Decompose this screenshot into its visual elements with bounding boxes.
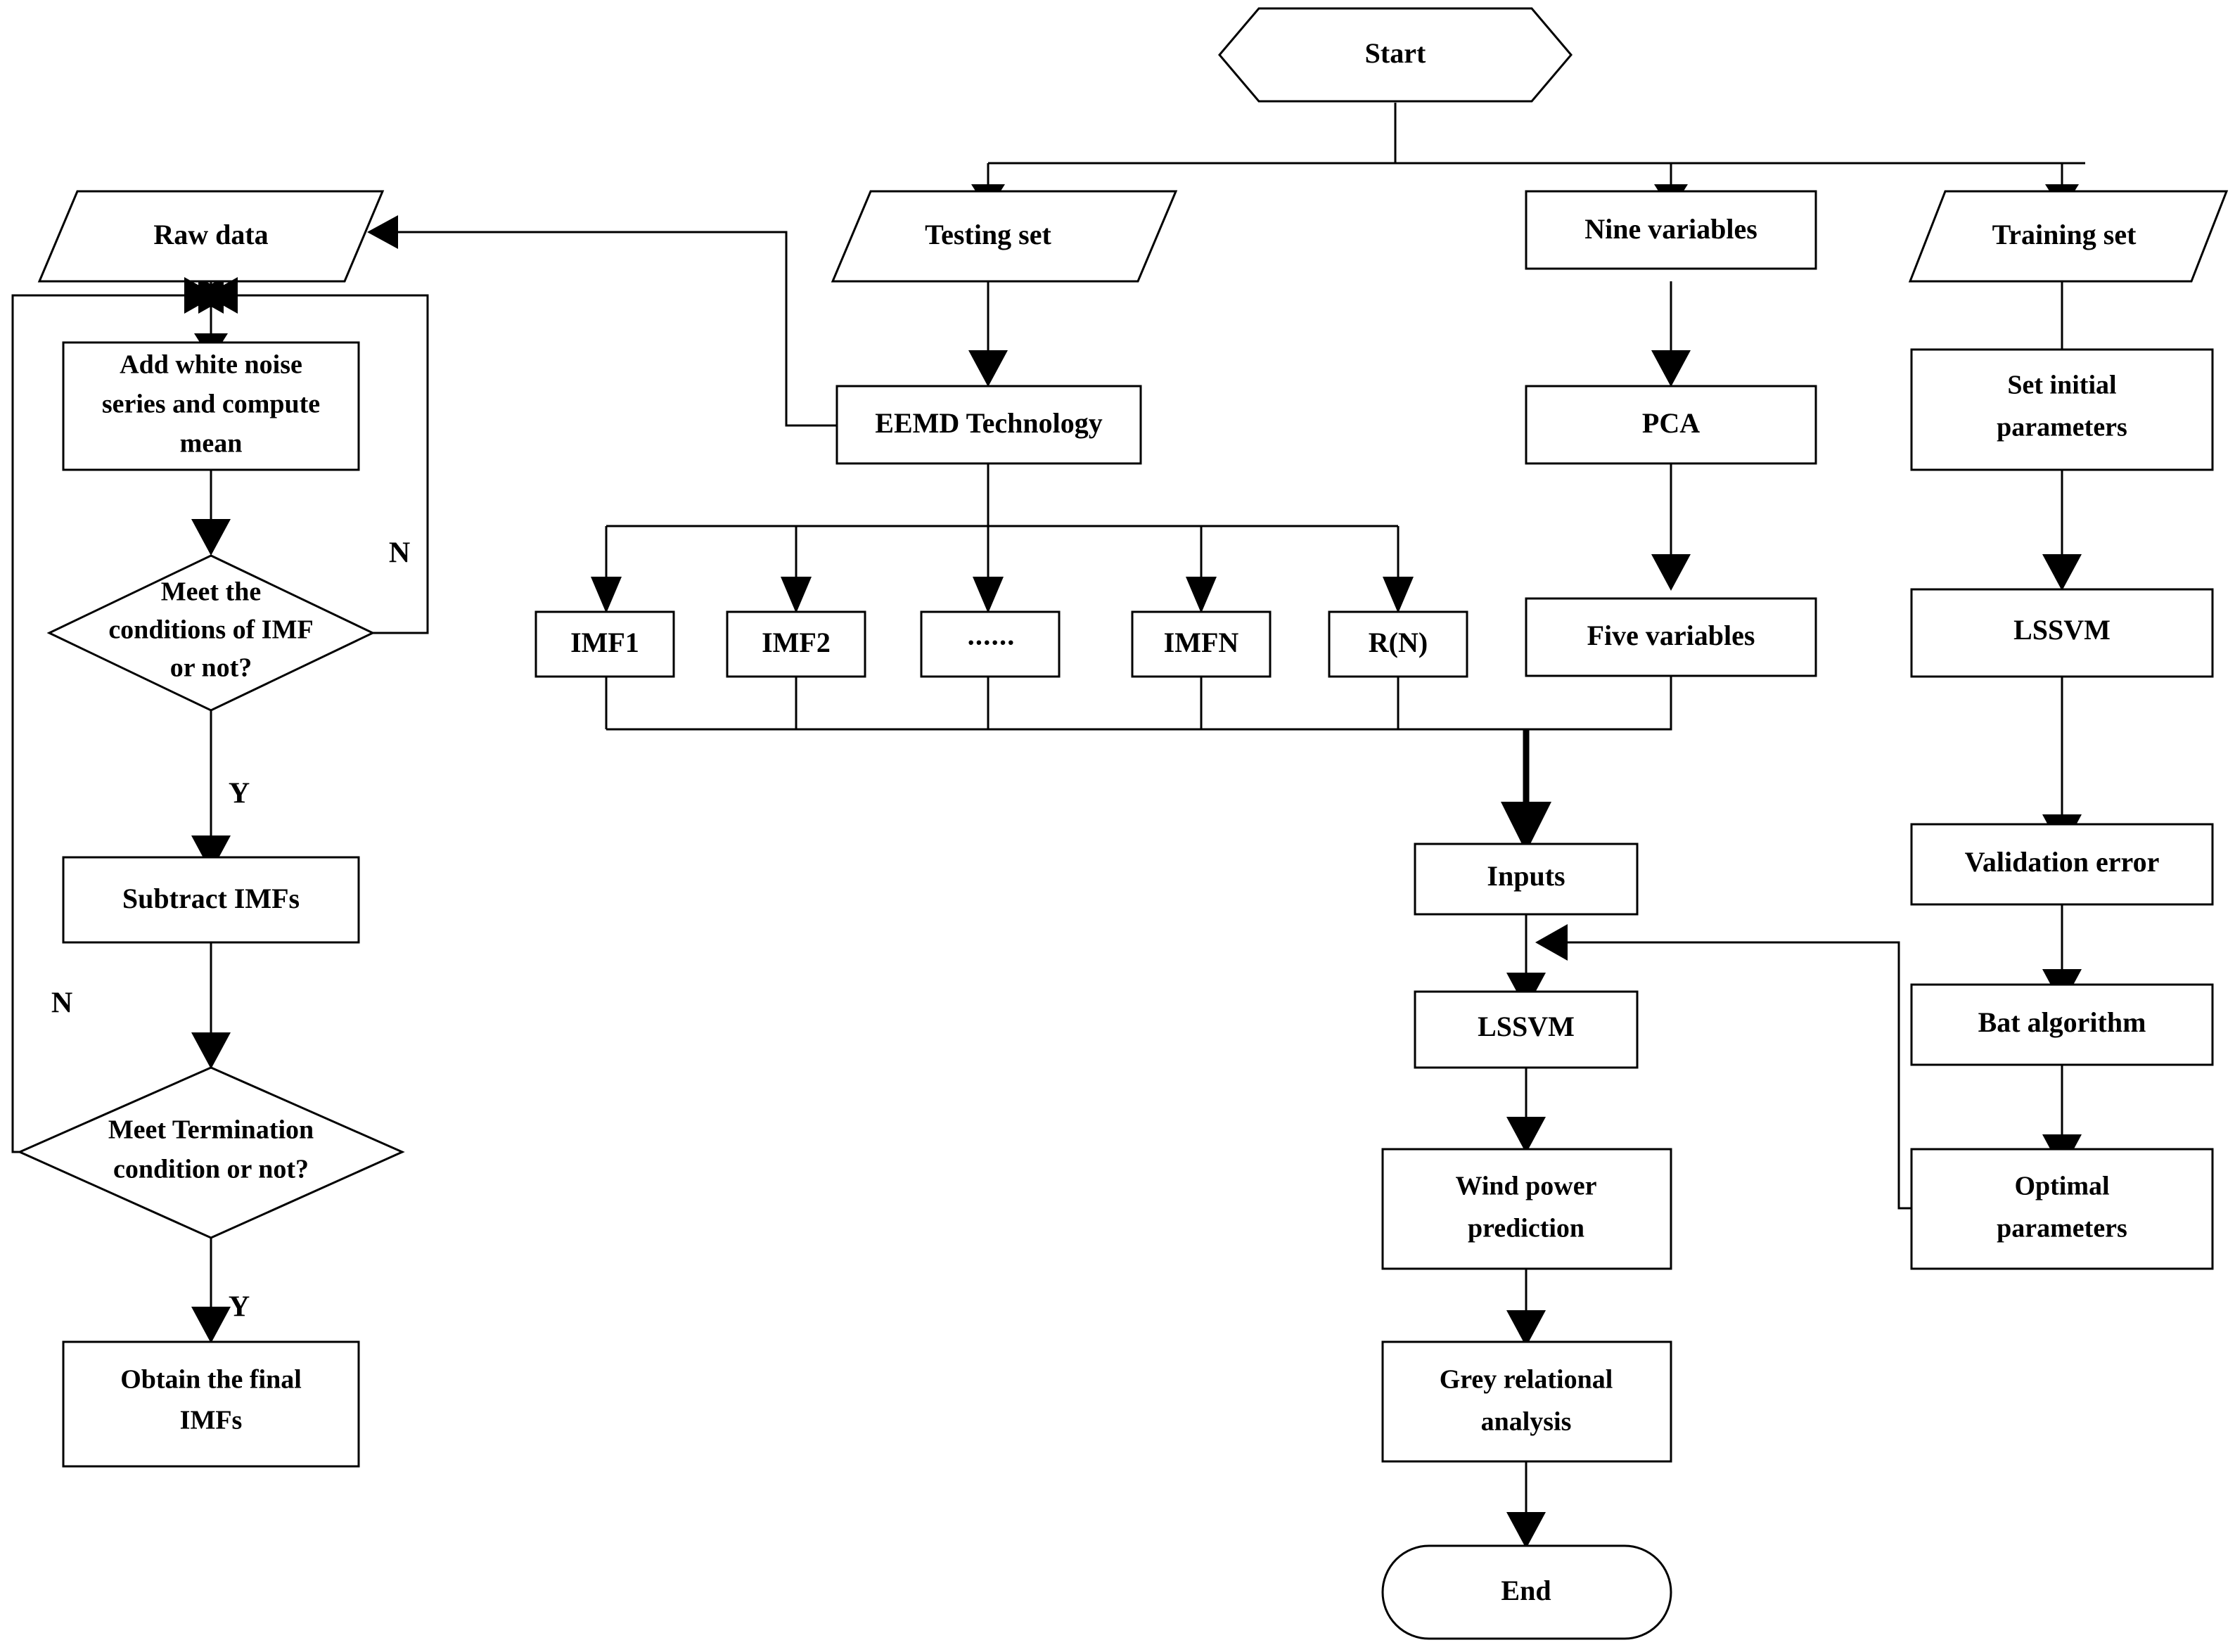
arrowhead-pca-to-five-variables: [1651, 554, 1691, 591]
bowtie-right-marker-icon: [205, 277, 238, 314]
node-testing-set-label: Testing set: [925, 219, 1051, 250]
arrowhead-merge-to-inputs: [1501, 802, 1551, 852]
node-add-white-noise-label-2: series and compute: [102, 390, 320, 419]
arrowhead-fanout-to-imf2: [781, 577, 812, 613]
node-meet-imf-conditions-label-2: conditions of IMF: [108, 615, 313, 645]
node-grey-relational-analysis-label-1: Grey relational: [1440, 1365, 1613, 1395]
node-subtract-imfs-label: Subtract IMFs: [122, 883, 300, 914]
arrowhead-subtract-to-termination: [191, 1032, 231, 1069]
arrowhead-fanout-to-imf1: [591, 577, 622, 613]
connector-five-variables-to-merge: [1526, 675, 1672, 731]
node-meet-termination-label-2: condition or not?: [113, 1155, 309, 1184]
node-wind-power-prediction-label-1: Wind power: [1456, 1172, 1597, 1201]
node-lssvm-right-label: LSSVM: [2013, 614, 2111, 646]
node-obtain-final-imfs-label-2: IMFs: [180, 1406, 243, 1435]
node-meet-imf-conditions-label-3: or not?: [170, 653, 252, 683]
node-eemd-technology-label: EEMD Technology: [875, 407, 1102, 439]
node-validation-error-label: Validation error: [1965, 846, 2160, 878]
node-grey-relational-analysis[interactable]: [1381, 1340, 1672, 1463]
node-imfn-label: IMFN: [1164, 627, 1239, 658]
arrowhead-grey-to-end: [1506, 1512, 1546, 1549]
edge-label-termination-no: N: [51, 987, 72, 1020]
node-add-white-noise[interactable]: [62, 341, 360, 471]
node-raw-data-label: Raw data: [153, 219, 268, 250]
node-set-initial-parameters-label-1: Set initial: [2007, 371, 2116, 400]
arrowhead-wind-power-to-grey: [1506, 1310, 1546, 1347]
node-imf-ellipsis-label: ······: [966, 627, 1014, 658]
node-meet-termination-label-1: Meet Termination: [108, 1115, 314, 1145]
node-testing-set[interactable]: [831, 190, 1178, 283]
node-grey-relational-analysis-label-2: analysis: [1481, 1407, 1572, 1437]
node-inputs-label: Inputs: [1487, 860, 1565, 892]
edge-label-termination-yes: Y: [229, 1291, 250, 1324]
node-five-variables[interactable]: [1525, 597, 1817, 677]
arrowhead-testing-set-to-eemd: [968, 350, 1008, 387]
arrowhead-imf-condition-yes: [191, 835, 231, 872]
node-rn-label: R(N): [1369, 627, 1428, 658]
arrowhead-fanout-to-imfn: [1186, 577, 1217, 613]
node-imf2[interactable]: [726, 610, 866, 678]
node-nine-variables[interactable]: [1525, 190, 1817, 270]
node-imfn[interactable]: [1131, 610, 1272, 678]
arrowhead-termination-yes: [191, 1307, 231, 1343]
node-optimal-parameters-label-2: parameters: [1997, 1214, 2127, 1243]
node-end-label: End: [1501, 1575, 1551, 1606]
node-obtain-final-imfs-label-1: Obtain the final: [120, 1365, 302, 1395]
node-start[interactable]: [1218, 7, 1573, 103]
node-subtract-imfs[interactable]: [62, 856, 360, 944]
arrowhead-fanout-to-rn: [1383, 577, 1414, 613]
node-five-variables-label: Five variables: [1587, 620, 1755, 651]
node-lssvm-center-label: LSSVM: [1478, 1011, 1575, 1042]
node-validation-error[interactable]: [1910, 823, 2214, 906]
node-meet-imf-conditions[interactable]: [46, 554, 376, 712]
node-nine-variables-label: Nine variables: [1584, 213, 1757, 245]
node-end[interactable]: [1381, 1544, 1672, 1640]
arrowhead-lssvm-center-to-wind-power: [1506, 1117, 1546, 1153]
node-meet-imf-conditions-label-1: Meet the: [161, 577, 261, 607]
node-pca-label: PCA: [1642, 407, 1700, 439]
node-optimal-parameters[interactable]: [1910, 1148, 2214, 1270]
node-imf1[interactable]: [534, 610, 675, 678]
node-set-initial-parameters-label-2: parameters: [1997, 413, 2127, 442]
node-bat-algorithm[interactable]: [1910, 983, 2214, 1066]
arrowhead-eemd-to-raw-data: [367, 215, 398, 249]
node-wind-power-prediction-label-2: prediction: [1468, 1214, 1584, 1243]
arrowhead-optimal-parameters-feedback: [1535, 924, 1568, 961]
node-lssvm-center[interactable]: [1414, 990, 1639, 1069]
arrowhead-add-noise-to-imf-condition: [191, 519, 231, 556]
node-meet-termination[interactable]: [17, 1066, 405, 1239]
node-bat-algorithm-label: Bat algorithm: [1978, 1006, 2146, 1038]
arrowhead-set-initial-to-lssvm-right: [2042, 554, 2082, 591]
edge-label-imf-condition-no: N: [389, 537, 410, 570]
node-start-label: Start: [1365, 37, 1426, 69]
arrowhead-fanout-to-ellipsis: [973, 577, 1004, 613]
node-add-white-noise-label-3: mean: [180, 429, 243, 459]
edge-label-imf-condition-yes: Y: [229, 778, 250, 810]
node-lssvm-right[interactable]: [1910, 588, 2214, 678]
node-pca[interactable]: [1525, 385, 1817, 465]
node-inputs[interactable]: [1414, 843, 1639, 916]
node-training-set-label: Training set: [1992, 219, 2137, 250]
connector-eemd-to-raw-data: [394, 231, 837, 427]
node-add-white-noise-label-1: Add white noise: [120, 350, 302, 380]
node-imf-ellipsis[interactable]: [920, 610, 1061, 678]
node-set-initial-parameters[interactable]: [1910, 348, 2214, 471]
node-rn[interactable]: [1328, 610, 1468, 678]
node-wind-power-prediction[interactable]: [1381, 1148, 1672, 1270]
node-eemd-technology[interactable]: [835, 385, 1142, 465]
node-raw-data[interactable]: [37, 190, 385, 283]
connector-imf-condition-no-loop: [224, 294, 429, 634]
node-optimal-parameters-label-1: Optimal: [2014, 1172, 2109, 1201]
node-obtain-final-imfs[interactable]: [62, 1340, 360, 1468]
node-imf2-label: IMF2: [762, 627, 831, 658]
arrowhead-nine-variables-to-pca: [1651, 350, 1691, 387]
bowtie-left-marker-icon: [184, 277, 217, 314]
node-training-set[interactable]: [1908, 190, 2229, 283]
node-imf1-label: IMF1: [570, 627, 639, 658]
